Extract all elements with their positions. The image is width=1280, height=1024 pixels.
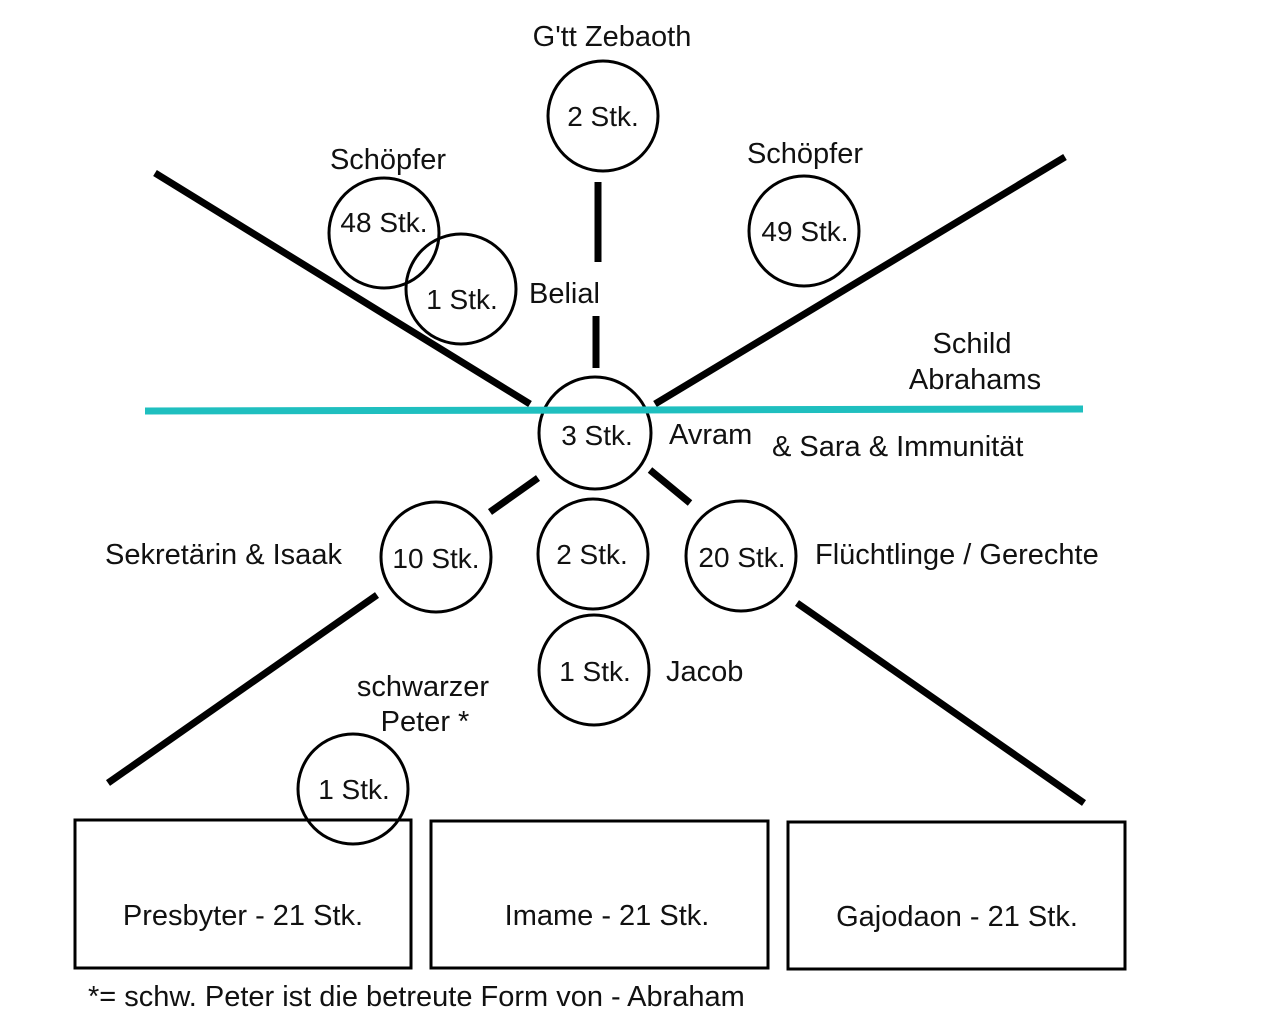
peter-label-line2: Peter * (381, 706, 470, 738)
center-suffix: & Sara & Immunität (772, 431, 1023, 463)
fluechtlinge-count: 20 Stk. (698, 542, 785, 573)
center-name: Avram (669, 419, 752, 451)
box-gajodaon-label: Gajodaon - 21 Stk. (836, 901, 1078, 933)
isaak-count: 10 Stk. (392, 543, 479, 574)
lower-right-diagonal (794, 600, 1087, 806)
schoepfer-right-title: Schöpfer (747, 138, 863, 170)
belial-label: Belial (529, 278, 600, 310)
box-presbyter (73, 818, 413, 970)
fluechtlinge-label: Flüchtlinge / Gerechte (815, 539, 1099, 571)
schoepfer-left-circle (327, 176, 441, 290)
top-title: G'tt Zebaoth (533, 21, 692, 53)
isaak-label: Sekretärin & Isaak (105, 539, 342, 571)
belial-count: 1 Stk. (426, 284, 498, 315)
schoepfer-left-title: Schöpfer (330, 144, 446, 176)
upper-right-diagonal (653, 154, 1067, 407)
center-circle (537, 375, 653, 491)
schoepfer-left-count: 48 Stk. (340, 207, 427, 238)
box-imame (429, 819, 770, 970)
upper-left-diagonal (153, 170, 532, 407)
peter-label-line1: schwarzer (357, 671, 489, 703)
shield-line (144, 405, 1084, 415)
schoepfer-right-count: 49 Stk. (761, 216, 848, 247)
middle-lower-circle (536, 497, 650, 611)
lower-left-diagonal (105, 592, 380, 786)
footnote: *= schw. Peter ist die betreute Form von… (88, 981, 745, 1013)
center-to-right-connector (647, 467, 693, 506)
peter-circle (296, 732, 410, 846)
schoepfer-right-circle (747, 174, 861, 288)
box-imame-label: Imame - 21 Stk. (505, 900, 710, 932)
belial-circle (404, 232, 518, 346)
peter-count: 1 Stk. (318, 774, 390, 805)
center-count: 3 Stk. (561, 420, 633, 451)
middle-lower-count: 2 Stk. (556, 539, 628, 570)
shield-label-line1: Schild (933, 328, 1012, 360)
jacob-circle (537, 613, 651, 727)
top-count: 2 Stk. (567, 101, 639, 132)
box-presbyter-label: Presbyter - 21 Stk. (123, 900, 363, 932)
isaak-circle (379, 500, 493, 614)
top-circle (546, 59, 660, 173)
shield-label-line2: Abrahams (909, 364, 1041, 396)
fluechtlinge-circle (684, 499, 798, 613)
jacob-label: Jacob (666, 656, 743, 688)
center-to-left-connector (487, 475, 541, 515)
box-gajodaon (786, 820, 1127, 971)
jacob-count: 1 Stk. (559, 656, 631, 687)
